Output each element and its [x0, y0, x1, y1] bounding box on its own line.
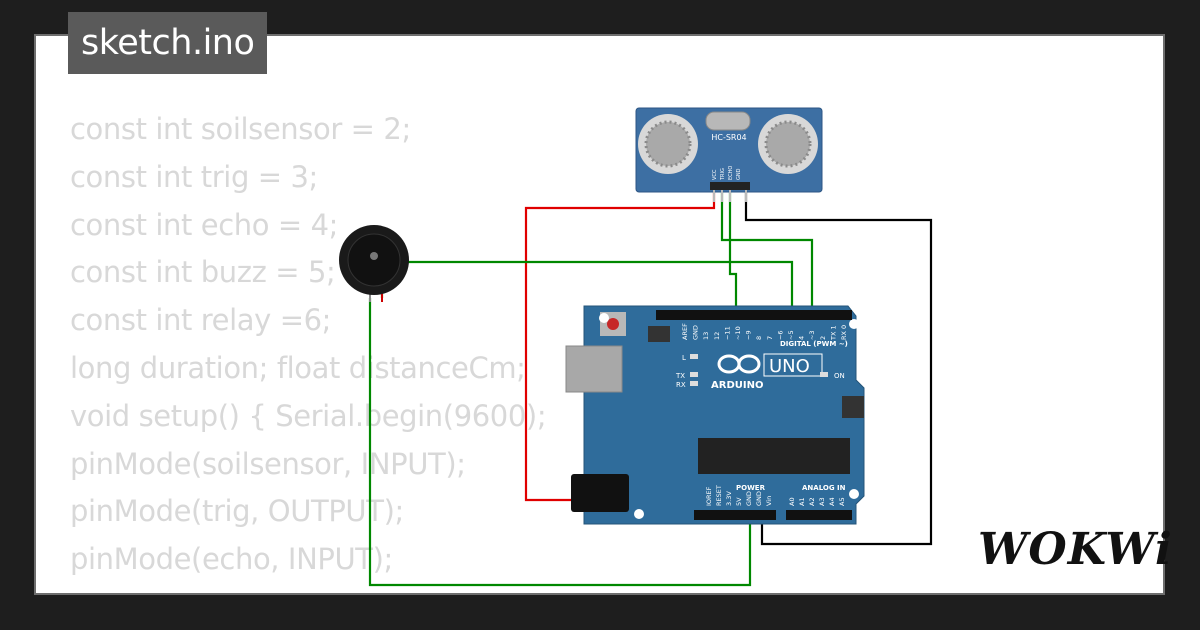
usb-port: [565, 345, 623, 393]
tx-label: TX: [675, 372, 685, 380]
pin-label: GND: [736, 168, 742, 180]
code-line: const int buzz = 5;: [70, 255, 336, 290]
pin-label: 2: [819, 336, 827, 340]
sensor-label: HC-SR04: [711, 133, 746, 142]
project-card: const int soilsensor = 2; const int trig …: [34, 34, 1165, 595]
wire-green-trig: [720, 184, 814, 308]
pin-label: GND: [755, 491, 763, 506]
power-header: [694, 510, 776, 520]
pin-label: AREF: [681, 323, 689, 340]
analog-label: ANALOG IN: [802, 484, 846, 492]
pin-label: RX 0: [840, 325, 848, 340]
pin-label: 8: [755, 336, 763, 340]
code-line: pinMode(buzz, OUTPUT);: [70, 584, 546, 593]
code-line: const int relay =6;: [70, 303, 332, 338]
code-line: pinMode(echo, INPUT);: [70, 542, 393, 577]
icsp-header: [648, 326, 864, 418]
digital-label: DIGITAL (PWM ~): [780, 340, 848, 348]
pin-label: 4: [798, 336, 806, 340]
wire-green-echo: [728, 184, 796, 314]
pin-label: 7: [766, 336, 774, 340]
digital-header: [656, 310, 852, 320]
code-line: pinMode(soilsensor, INPUT);: [70, 446, 466, 481]
pin-label: IOREF: [705, 486, 713, 506]
wire-green-buzzer-gnd: [368, 298, 752, 587]
pin-label: ~11: [723, 326, 731, 340]
pin-label: A0: [788, 497, 796, 506]
code-line: pinMode(trig, OUTPUT);: [70, 494, 404, 529]
microcontroller-chip: [698, 438, 850, 474]
pin-label: Vin: [765, 496, 773, 506]
project-title: sketch.ino: [68, 12, 268, 74]
pin-label: ~10: [734, 326, 742, 340]
code-line: const int echo = 4;: [70, 207, 339, 242]
code-line: const int trig = 3;: [70, 159, 318, 194]
pin-label: A5: [838, 497, 846, 506]
pin-label: RESET: [715, 485, 723, 506]
analog-header: [786, 510, 852, 520]
rx-label: RX: [676, 381, 686, 389]
pin-label: ~6: [776, 330, 784, 340]
pin-label: A1: [798, 497, 806, 506]
brand-label: ARDUINO: [711, 380, 763, 391]
pin-label: GND: [745, 491, 753, 506]
power-jack: [571, 474, 629, 512]
on-label: ON: [834, 372, 845, 380]
pin-label: 13: [702, 332, 710, 340]
pin-label: ~3: [808, 330, 816, 340]
pin-label: VCC: [712, 169, 718, 180]
pin-label: 5V: [735, 497, 743, 506]
wokwi-logo: WOKWi: [978, 524, 1173, 575]
pin-label: 3.3V: [725, 491, 733, 506]
pin-label: TX 1: [829, 325, 837, 341]
pin-label: TRIG: [720, 168, 726, 181]
pin-label: A2: [808, 497, 816, 506]
pin-label: A4: [828, 497, 836, 506]
pin-label: ~5: [787, 330, 795, 340]
wire-black-gnd: [744, 184, 933, 546]
arduino-logo: [717, 354, 761, 374]
pin-label: ~9: [745, 330, 753, 340]
l-label: L: [682, 354, 686, 362]
code-line: long duration; float distanceCm;: [70, 350, 526, 385]
pin-label: ECHO: [728, 166, 734, 180]
power-label: POWER: [736, 484, 766, 492]
buzzer[interactable]: [339, 225, 409, 302]
pin-label: 12: [713, 332, 721, 340]
model-label: UNO: [769, 356, 810, 377]
code-preview: const int soilsensor = 2; const int trig …: [70, 106, 547, 593]
pin-label: GND: [692, 325, 700, 340]
pin-label: A3: [818, 497, 826, 506]
code-line: void setup() { Serial.begin(9600);: [70, 398, 547, 433]
code-line: const int soilsensor = 2;: [70, 112, 411, 146]
